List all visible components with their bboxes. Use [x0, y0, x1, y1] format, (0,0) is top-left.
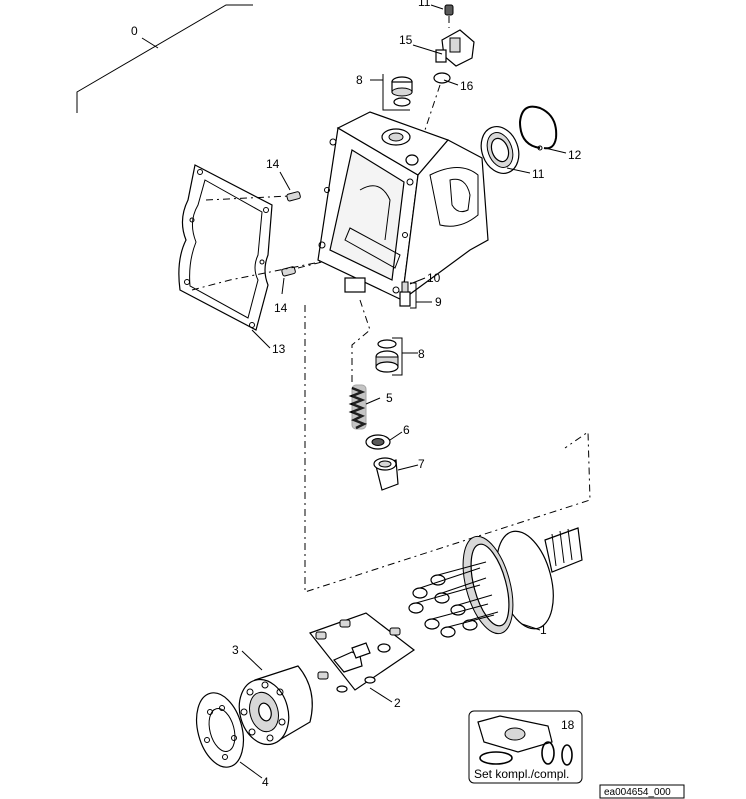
leader-lines — [239, 4, 567, 779]
callout-10: 10 — [427, 271, 441, 285]
callout-17: 11 — [418, 0, 431, 9]
callout-11: 11 — [532, 167, 545, 181]
assembly-bracket — [76, 4, 253, 113]
plug-lower — [375, 337, 403, 376]
sensor-plug — [433, 4, 475, 84]
pump-housing — [317, 111, 489, 302]
callout-5: 5 — [386, 391, 393, 405]
callout-16: 16 — [460, 79, 474, 93]
callout-13: 13 — [272, 342, 286, 356]
callout-2: 2 — [394, 696, 401, 710]
callout-12: 12 — [568, 148, 582, 162]
callout-8-lower: 8 — [418, 347, 425, 361]
plug-top — [382, 74, 413, 111]
reference-code-box — [599, 784, 685, 799]
callout-15: 15 — [399, 33, 413, 47]
seal-kit-box — [468, 710, 583, 784]
callout-1: 1 — [540, 623, 547, 637]
callout-18: 18 — [561, 718, 575, 732]
control-plate — [309, 612, 416, 693]
callout-3: 3 — [232, 643, 239, 657]
callout-9: 9 — [435, 295, 442, 309]
callout-8-top: 8 — [356, 73, 363, 87]
port-plate — [195, 692, 245, 768]
callout-14-upper: 14 — [266, 157, 280, 171]
callout-0: 0 — [131, 24, 138, 38]
spring — [348, 384, 368, 430]
pistons — [408, 561, 499, 638]
rotary-group — [408, 527, 583, 638]
snap-ring — [518, 105, 558, 151]
set-box-caption: Set kompl./compl. — [474, 767, 569, 781]
dowel-pin-upper — [286, 191, 301, 202]
piston-sleeve — [373, 457, 399, 491]
callout-7: 7 — [418, 457, 425, 471]
cylinder-block — [238, 665, 313, 746]
gasket — [178, 164, 273, 331]
dowel-pin-lower — [281, 266, 296, 277]
callout-6: 6 — [403, 423, 410, 437]
spring-seat — [365, 434, 391, 450]
callout-14-lower: 14 — [274, 301, 288, 315]
reference-code: ea004654_000 — [604, 787, 671, 798]
callout-4: 4 — [262, 775, 269, 789]
shaft-seal — [480, 126, 520, 174]
